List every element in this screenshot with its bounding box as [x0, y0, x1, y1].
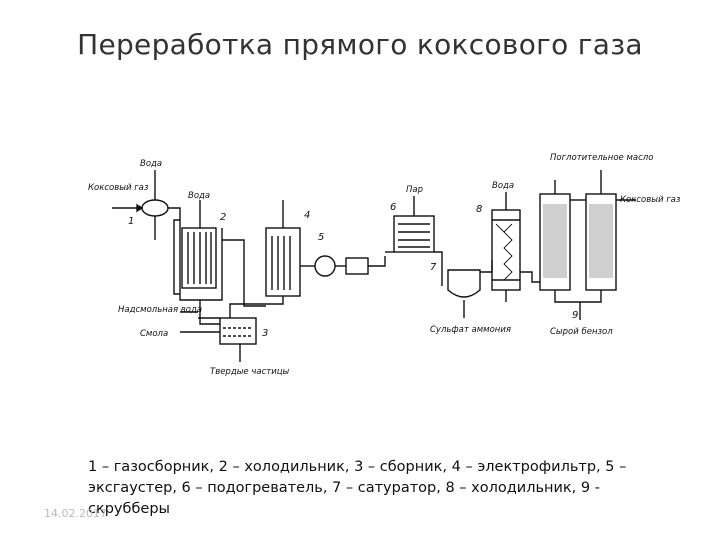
label-water-2: Вода — [188, 191, 210, 201]
label-water-3: Вода — [492, 181, 514, 191]
number-6: 6 — [390, 202, 396, 213]
number-4: 4 — [304, 210, 310, 221]
slide-date: 14.02.2017 — [44, 507, 107, 520]
label-coke-gas-out: Коксовый газ — [620, 195, 681, 205]
label-tar-water: Надсмольная вода — [118, 305, 202, 315]
coke-gas-process-diagram: Вода Коксовый газ Вода Пар Вода Поглотит… — [88, 153, 681, 377]
label-steam: Пар — [406, 185, 423, 195]
label-ammonium-sulfate: Сульфат аммония — [430, 325, 511, 335]
number-7: 7 — [430, 262, 437, 273]
label-tar: Смола — [140, 329, 168, 339]
number-2: 2 — [220, 212, 226, 223]
exhauster-5 — [300, 255, 386, 277]
label-coke-gas-in: Коксовый газ — [88, 183, 149, 193]
number-1: 1 — [128, 216, 134, 227]
electrofilter-4 — [222, 200, 301, 318]
number-9: 9 — [572, 310, 578, 321]
legend-caption: 1 – газосборник, 2 – холодильник, 3 – сб… — [88, 459, 627, 517]
label-crude-benzene: Сырой бензол — [550, 327, 613, 337]
label-absorb-oil: Поглотительное масло — [550, 153, 653, 163]
cooler-2 — [168, 200, 223, 301]
slide-title: Переработка прямого коксового газа — [77, 28, 643, 61]
number-5: 5 — [318, 232, 324, 243]
tar-outlets — [180, 311, 198, 333]
number-8: 8 — [476, 204, 482, 215]
preheater-6 — [385, 196, 443, 266]
saturator-7 — [441, 260, 493, 318]
collector-3 — [198, 300, 257, 362]
cooler-8 — [491, 192, 521, 302]
scrubbers-9 — [520, 170, 636, 320]
label-solids: Твердые частицы — [210, 367, 290, 377]
label-water-1: Вода — [140, 159, 162, 169]
gas-collector-1 — [112, 170, 169, 240]
number-3: 3 — [262, 328, 268, 339]
